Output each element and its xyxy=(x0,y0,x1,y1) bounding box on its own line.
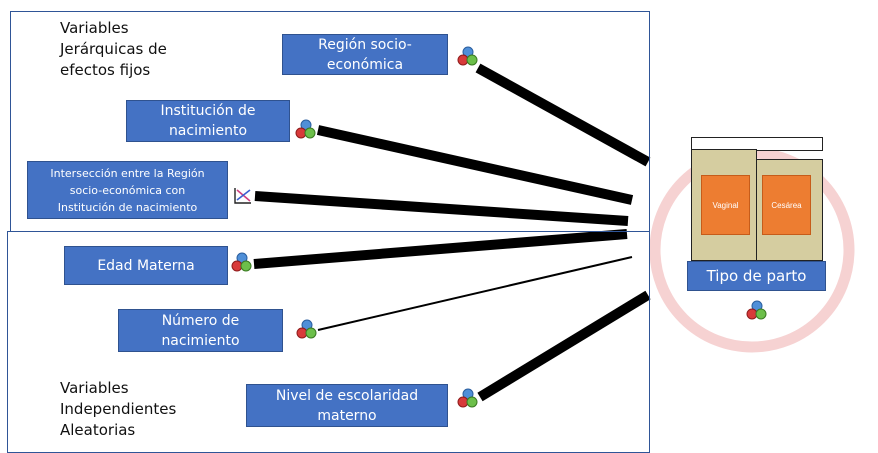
target-top-bar xyxy=(691,137,823,151)
nominal-measure-icon xyxy=(457,388,478,408)
connector-edad xyxy=(253,229,628,269)
variable-edad-materna[interactable]: Edad Materna xyxy=(64,246,228,285)
nominal-measure-icon xyxy=(231,252,252,272)
connector-region xyxy=(475,63,651,167)
connector-interseccion xyxy=(254,191,629,226)
connector-escolaridad xyxy=(477,290,651,402)
nominal-measure-icon xyxy=(296,319,317,339)
nominal-measure-icon xyxy=(457,46,478,66)
category-cesarea: Cesárea xyxy=(762,175,811,235)
fixed-effects-heading: Variables Jerárquicas de efectos fijos xyxy=(60,19,167,79)
interaction-icon xyxy=(234,186,252,204)
connector-numero xyxy=(317,256,633,331)
nominal-measure-icon xyxy=(746,300,767,320)
variable-region[interactable]: Región socio-económica xyxy=(282,34,448,75)
nominal-measure-icon xyxy=(295,119,316,139)
connector-institucion xyxy=(316,125,634,205)
target-variable-box[interactable]: Tipo de parto xyxy=(687,261,826,291)
category-vaginal: Vaginal xyxy=(701,175,750,235)
random-variables-heading: Variables Independientes Aleatorias xyxy=(60,379,177,439)
